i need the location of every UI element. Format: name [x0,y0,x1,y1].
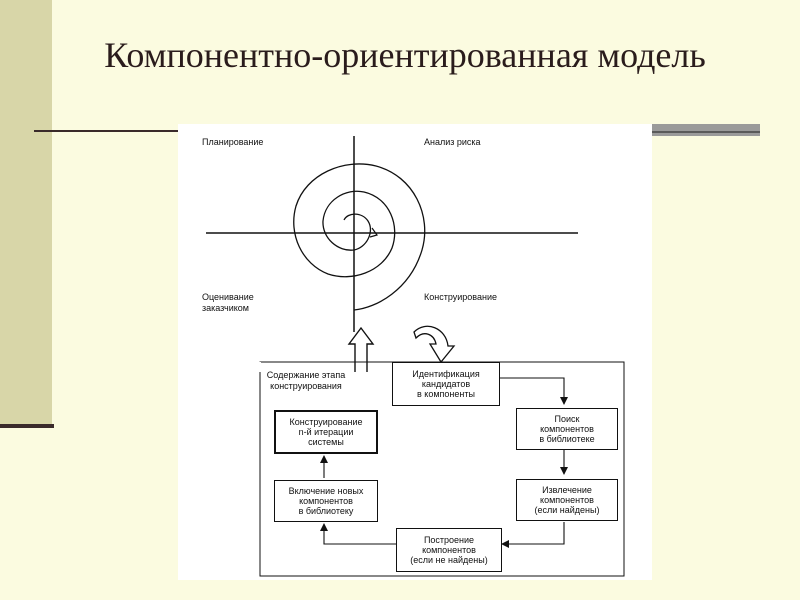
diagram-lines [206,136,625,577]
title-rule-left [34,130,184,132]
title-rule-right-line [650,131,760,133]
box-search-library: Поиск компонентов в библиотеке [516,408,618,450]
side-decoration-bar [0,0,52,426]
return-to-spiral-arrow [347,326,375,372]
process-frame-label: Содержание этапа конструирования [262,370,350,392]
quadrant-label-planning: Планирование [202,137,264,147]
flow-build-to-include [320,523,396,545]
process-frame [259,361,625,577]
diagram-panel: Планирование Анализ риска Оценивание зак… [178,124,652,580]
box-construct-iteration: Конструирование n-й итерации системы [274,410,378,454]
title-rule-right [650,124,760,136]
box-include-in-library: Включение новых компонентов в библиотеку [274,480,378,522]
quadrant-label-construction: Конструирование [424,292,497,302]
side-decoration-edge [0,424,54,428]
flow-identify-to-search [498,377,568,405]
quadrant-label-risk-analysis: Анализ риска [424,137,481,147]
spiral-curve [293,163,426,311]
box-extract-components: Извлечение компонентов (если найдены) [516,479,618,521]
flow-extract-to-build [501,522,565,548]
box-build-components: Построение компонентов (если не найдены) [396,528,502,572]
box-identify-candidates: Идентификация кандидатов в компоненты [392,362,500,406]
slide-title: Компонентно-ориентированная модель [104,35,706,75]
quadrant-label-customer-evaluation: Оценивание заказчиком [202,292,254,313]
enter-process-arrow [413,325,456,364]
